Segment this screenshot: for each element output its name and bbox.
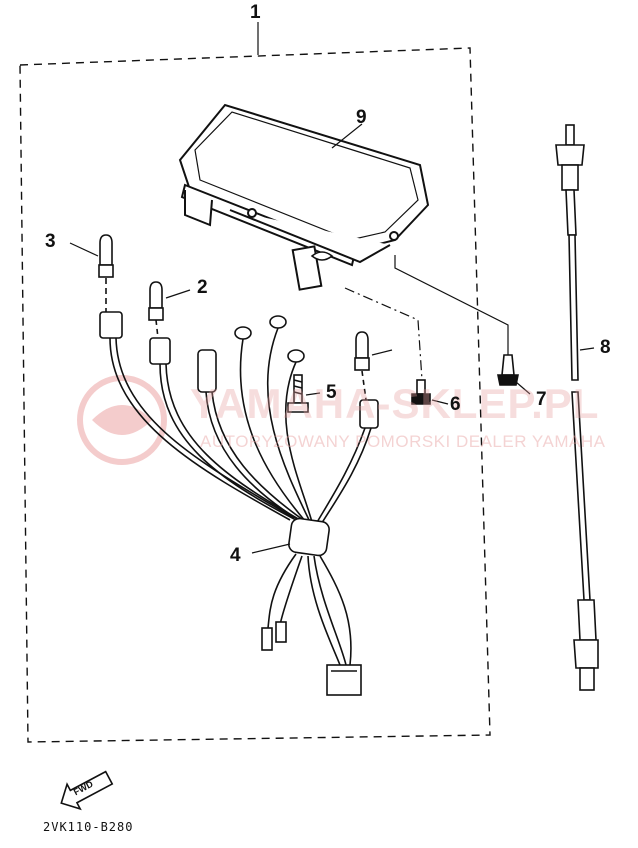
callout-leader-7 (515, 381, 531, 395)
callout-5: 5 (326, 382, 337, 403)
leader-screw-7 (394, 255, 509, 355)
bulb-3 (98, 234, 114, 312)
callout-leader-8 (579, 347, 595, 351)
speedometer-cable (555, 124, 599, 691)
assembly-dashed-border (19, 47, 491, 743)
callout-leader-2 (165, 289, 191, 299)
callout-leader-6 (431, 399, 449, 405)
part-code: 2VK110-B280 (43, 820, 134, 834)
callout-leader-4 (251, 543, 291, 554)
callout-leader-3 (69, 242, 99, 257)
watermark-logo-icon (77, 375, 167, 465)
callout-8: 8 (600, 337, 611, 358)
screw-6 (411, 379, 431, 405)
callout-leader-9 (331, 123, 363, 149)
leader-screw-6 (344, 287, 423, 381)
watermark-subtext: AUTORYZOWANY POMORSKI DEALER YAMAHA (200, 432, 606, 451)
bulb-right (354, 331, 370, 401)
callout-9: 9 (356, 107, 367, 128)
callout-7: 7 (536, 389, 547, 410)
forward-arrow-icon (60, 770, 114, 811)
wire-harness (99, 311, 379, 696)
watermark-text: YAMAHA-SKLEP.PL (190, 380, 600, 427)
meter-housing (178, 103, 430, 291)
bulb-2 (148, 281, 164, 339)
callout-3: 3 (45, 231, 56, 252)
callout-2: 2 (197, 277, 208, 298)
callout-leader-5 (305, 392, 321, 396)
callout-4: 4 (230, 545, 241, 566)
callout-leader-bulb-right (371, 349, 393, 356)
screw-7 (497, 354, 519, 386)
callout-1: 1 (250, 2, 261, 23)
callout-6: 6 (450, 394, 461, 415)
screw-5 (287, 374, 309, 413)
